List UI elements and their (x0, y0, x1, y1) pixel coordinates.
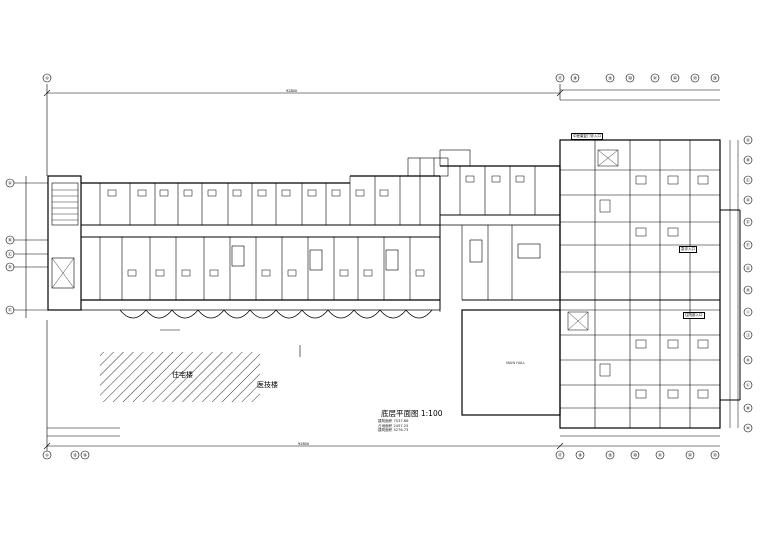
west-wing (47, 175, 82, 311)
room-fixtures (107, 175, 525, 277)
east-wing (559, 139, 741, 429)
overall-dimension-bottom: 92800 (298, 442, 310, 446)
grid-label-right: Ⓙ (746, 331, 750, 337)
bottom-dimension-line (43, 320, 564, 455)
top-entrance-tag: 中医康复门诊入口 (571, 133, 603, 140)
grid-label-right: Ⓓ (746, 196, 750, 202)
grid-label-right: Ⓘ (746, 308, 750, 314)
grid-label-right: Ⓛ (746, 381, 750, 387)
grid-label-bottom-right: ⑳ (633, 451, 637, 457)
grid-label-right: Ⓐ (746, 136, 750, 142)
grid-label-bottom-right: ㉑ (658, 451, 662, 457)
left-grid-axis (5, 73, 90, 460)
hatched-area-label: 住宅楼 (172, 371, 193, 379)
east-dimension-lines (560, 89, 739, 447)
plan-title: 底层平面图 1:100 (381, 409, 443, 418)
arc-canopy (119, 309, 433, 319)
grid-label-top-right: ㉑ (653, 74, 657, 80)
grid-label-bottom-right: ⑲ (608, 451, 612, 457)
main-hall-label: MAIN HALL (506, 361, 526, 365)
grid-label-left: Ⓒ (8, 250, 12, 256)
grid-label-bottom-right: ⑱ (578, 451, 582, 457)
grid-label-top-right: ⑰ (558, 74, 562, 80)
grid-label-bottom-right: ㉓ (713, 451, 717, 457)
grid-label-right: Ⓝ (746, 424, 750, 430)
grid-label-right: Ⓕ (746, 241, 750, 247)
grid-label-top-right: ㉓ (693, 74, 697, 80)
grid-label-top-right: ⑲ (608, 74, 612, 80)
adjacent-building-label: 医技楼 (257, 381, 278, 389)
grid-label-bottom-left: ⑮ (73, 451, 77, 457)
north-room-row (99, 149, 536, 225)
grid-label-bottom-right: ⑰ (558, 451, 562, 457)
grid-label-right: Ⓗ (746, 286, 750, 292)
legend-line-2: 占地面积 2457.25 (378, 423, 409, 428)
grid-label-right: Ⓜ (746, 404, 750, 410)
east-grid-axis (555, 73, 753, 460)
grid-label-top-right: ⑳ (628, 74, 632, 80)
grid-label-top-right: ㉔ (713, 74, 717, 80)
overall-dimension-top: 92800 (286, 89, 298, 93)
right-entrance-tag: 急诊入口 (679, 246, 697, 253)
misc-markers (160, 300, 441, 357)
grid-label-top-right: ㉒ (673, 74, 677, 80)
grid-label-right: Ⓖ (746, 264, 750, 270)
legend-line-3: 建筑面积 5276.73 (378, 428, 409, 433)
grid-label-right: Ⓚ (746, 356, 750, 362)
grid-label-left: Ⓓ (8, 263, 12, 269)
grid-label-left: Ⓐ (8, 179, 12, 185)
grid-label-left: Ⓑ (8, 236, 12, 242)
grid-label-right: Ⓑ (746, 156, 750, 162)
grid-label-bottom-left: ① (45, 452, 49, 457)
grid-label-left: Ⓔ (8, 306, 12, 312)
grid-label-right: Ⓒ (746, 176, 750, 182)
legend-line-1: 建筑面积 7537.66 (378, 419, 409, 423)
hatched-area (100, 352, 260, 402)
grid-label-bottom-right: ㉒ (688, 451, 692, 457)
top-dimension-line (43, 84, 564, 176)
south-room-row (99, 225, 541, 300)
grid-label-right: Ⓔ (746, 218, 750, 224)
grid-label-top-right: ⑱ (573, 74, 577, 80)
right-entrance-tag-2: 住院部入口 (683, 312, 705, 319)
grid-label-top-left: ① (45, 75, 49, 80)
area-legend: 建筑面积 7537.66 占地面积 2457.25 建筑面积 5276.73 (378, 419, 408, 433)
grid-label-bottom-left: ⑯ (83, 451, 87, 457)
